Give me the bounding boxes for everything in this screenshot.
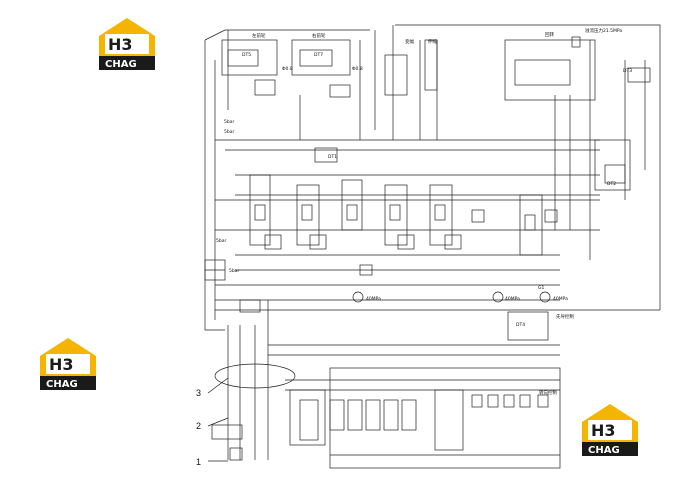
label-dt2: DT2 bbox=[607, 181, 616, 187]
brand-name: CHAG bbox=[46, 379, 78, 390]
label-5bar-b: 5bar bbox=[224, 129, 234, 135]
label-mpa-a: 40MPa bbox=[366, 296, 381, 302]
label-dt1: DT1 bbox=[328, 154, 337, 160]
label-ratio-2: Φ0.8 bbox=[352, 66, 363, 72]
brand-name: CHAG bbox=[588, 445, 620, 456]
brand-logo-top: H3 CHAG bbox=[95, 14, 159, 74]
callout-1: 1 bbox=[196, 457, 201, 467]
label-dt7: DT7 bbox=[314, 52, 323, 58]
brand-mark: H3 bbox=[591, 421, 616, 440]
label-mpa-b: 40MPa bbox=[505, 296, 520, 302]
label-bar-5: 5bar bbox=[216, 238, 226, 244]
brand-logo-middle: H3 CHAG bbox=[36, 334, 100, 394]
label-ratio-1: Φ0.8 bbox=[282, 66, 293, 72]
label-top-valve-2: 右前轮 bbox=[312, 32, 326, 39]
label-dt3: DT3 bbox=[623, 68, 632, 74]
label-cyl-1: 变幅 bbox=[405, 38, 414, 45]
label-mpa-c: 40MPa bbox=[553, 296, 568, 302]
label-pilot: 先导控制 bbox=[556, 313, 574, 320]
label-dt5: DT5 bbox=[242, 52, 251, 58]
label-slew: 回转 bbox=[545, 31, 554, 38]
label-pressure-top: 溢流压力21.5MPa bbox=[585, 27, 622, 34]
label-g1: G1 bbox=[538, 285, 544, 291]
brand-logo-bottom: H3 CHAG bbox=[578, 400, 642, 460]
brand-name: CHAG bbox=[105, 59, 137, 70]
brand-mark: H3 bbox=[49, 355, 74, 374]
callout-2: 2 bbox=[196, 421, 201, 431]
callout-3: 3 bbox=[196, 388, 201, 398]
brand-mark: H3 bbox=[108, 35, 133, 54]
label-top-valve-1: 左前轮 bbox=[252, 32, 266, 39]
label-bottom-tag: 转向控制 bbox=[539, 389, 557, 396]
label-cyl-2: 伸缩 bbox=[428, 38, 437, 45]
label-5bar-a: 5bar bbox=[224, 119, 234, 125]
label-dt4: DT4 bbox=[516, 322, 525, 328]
label-bar-5b: 5bar bbox=[229, 268, 239, 274]
